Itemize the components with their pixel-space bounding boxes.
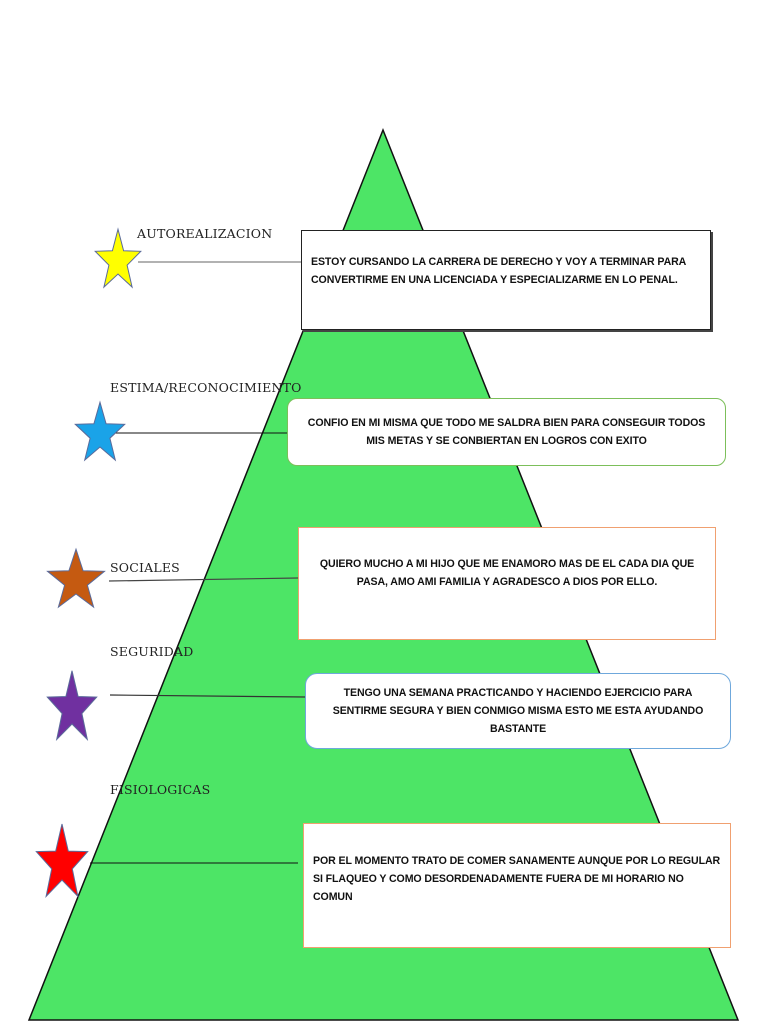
seguridad-textbox: TENGO UNA SEMANA PRACTICANDO Y HACIENDO … xyxy=(305,673,731,749)
level-label-seguridad: SEGURIDAD xyxy=(110,644,194,659)
level-label-sociales: SOCIALES xyxy=(110,560,180,575)
blue-star-icon xyxy=(74,400,126,462)
level-label-estima: ESTIMA/RECONOCIMIENTO xyxy=(110,380,302,395)
purple-star-icon xyxy=(46,670,98,742)
red-star-icon xyxy=(35,823,89,898)
connector-line xyxy=(108,577,299,582)
estima-textbox: CONFIO EN MI MISMA QUE TODO ME SALDRA BI… xyxy=(287,398,726,466)
orange-star-icon xyxy=(46,547,106,609)
yellow-star-icon xyxy=(94,227,142,289)
level-label-autorealizacion: AUTOREALIZACION xyxy=(137,226,273,241)
autorealizacion-textbox: ESTOY CURSANDO LA CARRERA DE DERECHO Y V… xyxy=(301,230,711,330)
sociales-text: QUIERO MUCHO A MI HIJO QUE ME ENAMORO MA… xyxy=(319,557,695,588)
level-label-fisiologicas: FISIOLOGICAS xyxy=(110,782,211,797)
fisiologicas-textbox: POR EL MOMENTO TRATO DE COMER SANAMENTE … xyxy=(303,823,731,948)
autorealizacion-text: ESTOY CURSANDO LA CARRERA DE DERECHO Y V… xyxy=(311,256,686,286)
seguridad-text: TENGO UNA SEMANA PRACTICANDO Y HACIENDO … xyxy=(332,687,704,735)
sociales-textbox: QUIERO MUCHO A MI HIJO QUE ME ENAMORO MA… xyxy=(298,527,716,640)
fisiologicas-text: POR EL MOMENTO TRATO DE COMER SANAMENTE … xyxy=(313,854,721,903)
connector-line xyxy=(109,694,306,698)
estima-text: CONFIO EN MI MISMA QUE TODO ME SALDRA BI… xyxy=(307,417,706,447)
